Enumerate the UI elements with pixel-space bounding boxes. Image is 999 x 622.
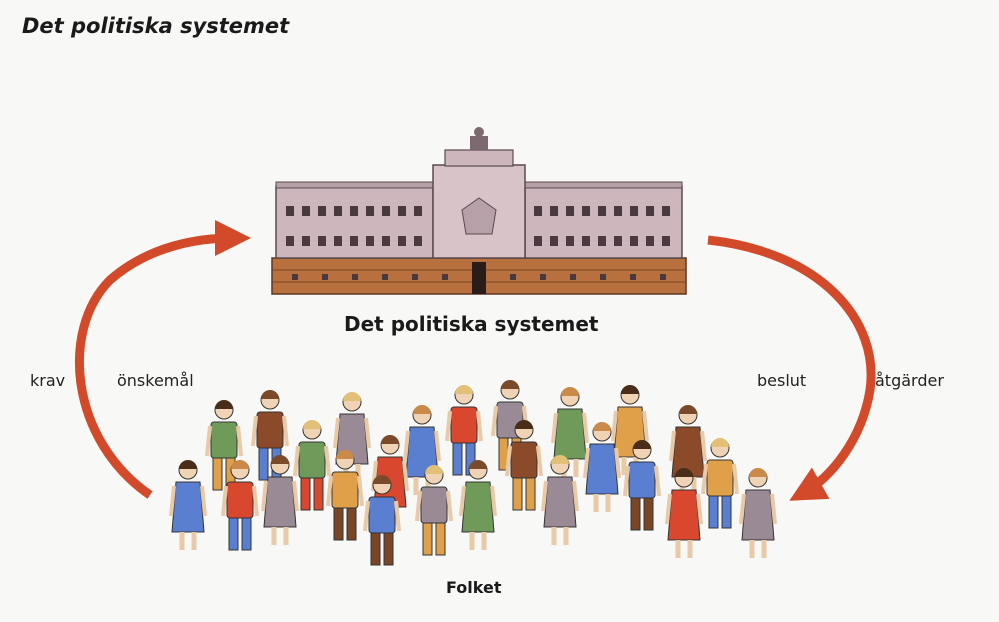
person-figure [541,455,579,545]
parliament-label: Det politiska systemet [344,312,599,336]
person-figure [261,455,299,545]
label-krav: krav [30,371,66,390]
person-figure [739,468,777,558]
people-crowd-icon [169,380,777,566]
person-figure [583,422,621,512]
person-figure [459,460,497,550]
person-figure [505,420,543,511]
person-figure [363,475,401,566]
label-beslut: beslut [757,371,807,390]
page-heading: Det politiska systemet [22,14,290,38]
person-figure [665,468,703,558]
person-figure [415,465,453,556]
person-figure [205,400,243,491]
person-figure [445,385,483,476]
label-atgarder: åtgärder [875,371,944,390]
person-figure [333,392,371,482]
curved-arrow-up-icon [74,220,251,499]
label-onskemal: önskemål [117,371,194,390]
person-figure [701,438,739,529]
parliament-building-icon [271,127,687,295]
people-label: Folket [446,578,502,597]
person-figure [169,460,207,550]
person-figure [623,440,661,531]
person-figure [551,387,589,477]
person-figure [293,420,331,511]
curved-arrow-down-icon [707,235,876,501]
person-figure [221,460,259,551]
person-figure [326,450,364,541]
person-figure [403,405,441,495]
